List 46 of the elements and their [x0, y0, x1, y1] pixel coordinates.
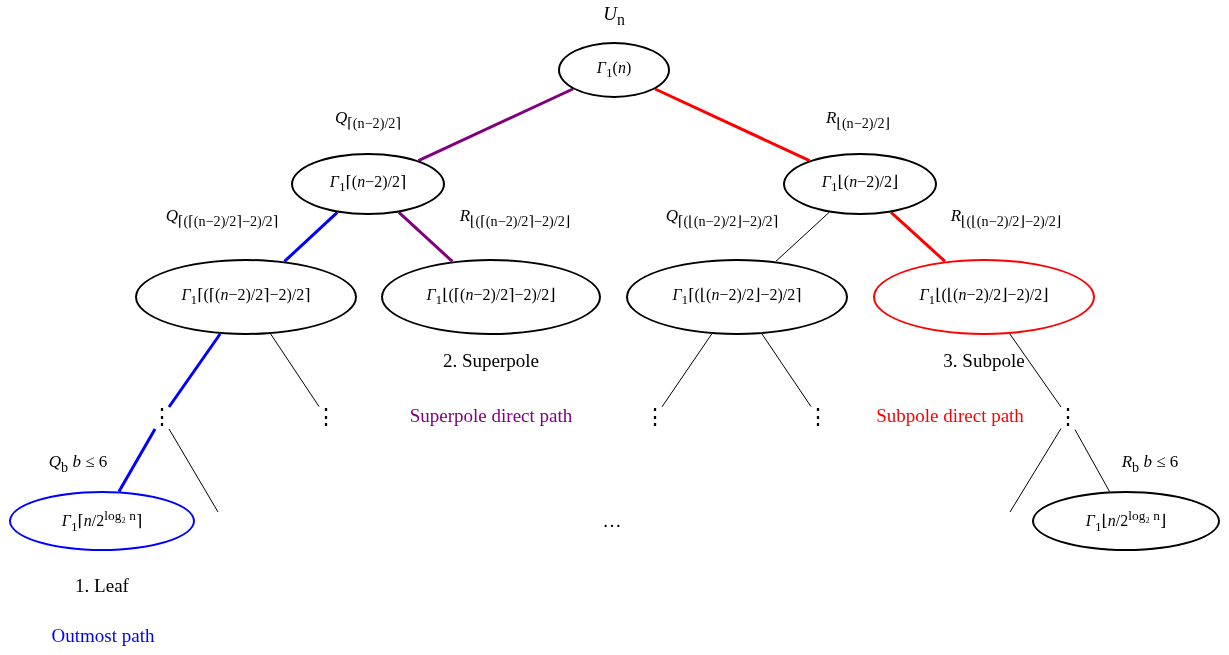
- tree-edge: [661, 333, 713, 408]
- vertical-ellipsis: ⋮: [151, 406, 173, 428]
- node-caption: U$_{n}$: [603, 3, 625, 29]
- vertical-ellipsis: ⋮: [807, 406, 829, 428]
- vertical-ellipsis: ⋮: [644, 406, 666, 428]
- node-label: Γ$_{1}$(n): [596, 58, 632, 82]
- tree-edge: [117, 428, 157, 493]
- node-caption: 2. Superpole: [443, 350, 539, 372]
- ellipsis: …: [602, 510, 622, 532]
- node-label: Γ$_{1}$⌈n/2$^{log₂ n}$⌉: [61, 507, 143, 535]
- node-label: Γ$_{1}$⌈(n−2)/2⌉: [329, 172, 407, 196]
- tree-edge: [270, 333, 320, 407]
- ellipse-node: [1032, 491, 1220, 551]
- vertical-ellipsis: ⋮: [315, 406, 337, 428]
- path-label: Superpole direct path: [409, 405, 573, 427]
- path-label: Outmost path: [51, 625, 155, 647]
- node-caption: 3. Subpole: [943, 350, 1025, 372]
- ellipse-node: [9, 491, 195, 551]
- vertical-ellipsis: ⋮: [1057, 406, 1079, 428]
- node-label: Γ$_{1}$⌊(n−2)/2⌋: [821, 172, 899, 196]
- tree-edge: [890, 211, 946, 263]
- tree-edge: [761, 333, 812, 408]
- path-label: Subpole direct path: [876, 405, 1024, 427]
- tree-edge: [167, 333, 222, 408]
- ellipse-node: [381, 259, 601, 335]
- tree-edge: [1009, 333, 1062, 408]
- node-caption: 1. Leaf: [75, 575, 129, 597]
- node-label: Γ$_{1}$⌈(⌈(n−2)/2⌉−2)/2⌉: [181, 285, 311, 309]
- ellipse-node: [873, 259, 1095, 335]
- node-label: Γ$_{1}$⌊n/2$^{log₂ n}$⌋: [1085, 507, 1167, 535]
- tree-edge: [397, 211, 454, 263]
- tree-edge: [283, 211, 339, 263]
- tree-edge: [1074, 429, 1110, 492]
- node-label: Γ$_{1}$⌊(⌈(n−2)/2⌉−2)/2⌋: [426, 285, 556, 309]
- ellipse-node: [135, 259, 357, 335]
- tree-edge: [775, 211, 830, 262]
- ellipse-node: [291, 153, 445, 215]
- ellipse-node: [783, 153, 937, 215]
- tree-edge: [654, 87, 811, 162]
- ellipse-node: [626, 259, 848, 335]
- node-label: Γ$_{1}$⌈(⌊(n−2)/2⌋−2)/2⌉: [672, 285, 802, 309]
- node-label: Γ$_{1}$⌊(⌊(n−2)/2⌋−2)/2⌋: [919, 285, 1049, 309]
- tree-edge: [168, 428, 219, 513]
- tree-edge: [417, 87, 574, 162]
- ellipse-node: [558, 42, 670, 98]
- tree-edge: [1009, 428, 1062, 513]
